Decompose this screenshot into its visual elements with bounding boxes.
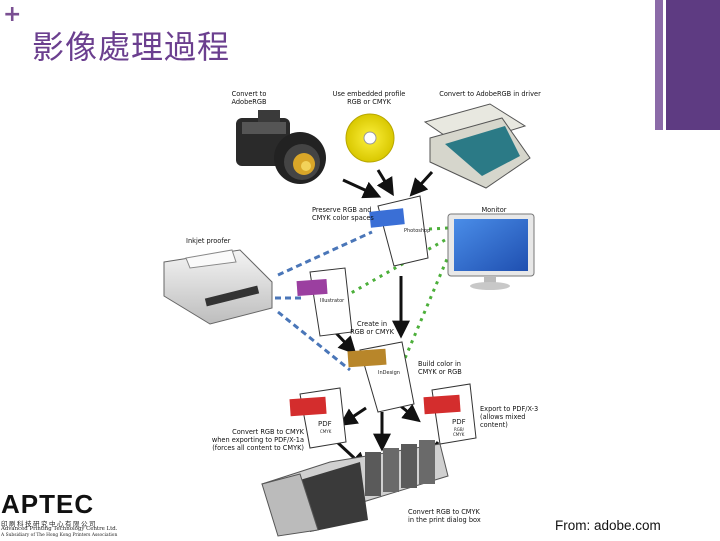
accent-bar-wide	[666, 0, 720, 130]
caption-build: Build color in CMYK or RGB	[418, 360, 462, 376]
caption-inkjet: Inkjet proofer	[186, 237, 231, 245]
pdf-left-sub: CMYK	[320, 429, 332, 434]
illustrator-label: Illustrator	[320, 298, 345, 304]
source-credit: From: adobe.com	[555, 518, 661, 533]
pdf-left-label: PDF	[318, 420, 332, 428]
caption-preserve: Preserve RGB and CMYK color spaces	[312, 206, 374, 222]
aptec-logo-chinese: 印刷科技研究中心有限公司	[1, 520, 97, 528]
camera-icon	[236, 110, 326, 184]
pdf-rgb-cmyk-document: PDF RGB/ CMYK	[423, 383, 477, 445]
aptec-logo-text: APTEC	[1, 489, 95, 519]
monitor-links	[334, 226, 452, 371]
indesign-label: InDesign	[378, 370, 400, 376]
caption-scanner: Convert to AdobeRGB in driver	[439, 90, 541, 98]
caption-create: Create in RGB or CMYK	[350, 320, 394, 336]
pdf-cmyk-document: PDF CMYK	[289, 387, 347, 449]
plus-icon: +	[3, 2, 22, 27]
caption-export-x3: Export to PDF/X-3 (allows mixed content)	[480, 405, 539, 429]
inkjet-printer-icon	[163, 249, 273, 325]
page-title: 影像處理過程	[32, 28, 231, 66]
printing-press-icon	[261, 440, 449, 537]
indesign-document: InDesign	[347, 341, 415, 413]
caption-print-dialog: Convert RGB to CMYK in the print dialog …	[408, 508, 481, 524]
photoshop-label: Photoshop	[404, 228, 430, 234]
cd-icon	[345, 113, 395, 163]
caption-convert-x1a: Convert RGB to CMYK when exporting to PD…	[211, 428, 304, 452]
pdf-right-sub2: CMYK	[453, 432, 465, 437]
monitor-icon	[447, 213, 535, 290]
photoshop-document: Photoshop	[369, 195, 430, 267]
caption-camera: Convert to AdobeRGB	[231, 90, 267, 106]
pdf-right-label: PDF	[452, 418, 466, 426]
inkjet-proof-links	[275, 230, 373, 372]
aptec-logo-subsidiary: A Subsidiary of The Hong Kong Printers A…	[1, 533, 118, 538]
aptec-logo-english: Advanced Printing Technology Centre Ltd.	[1, 526, 118, 532]
scanner-icon	[423, 103, 531, 189]
illustrator-document: Illustrator	[296, 267, 353, 337]
pdf-right-sub1: RGB/	[454, 427, 465, 432]
caption-monitor: Monitor	[481, 206, 507, 214]
caption-cd: Use embedded profile RGB or CMYK	[332, 90, 406, 106]
accent-bar-thin	[655, 0, 663, 130]
